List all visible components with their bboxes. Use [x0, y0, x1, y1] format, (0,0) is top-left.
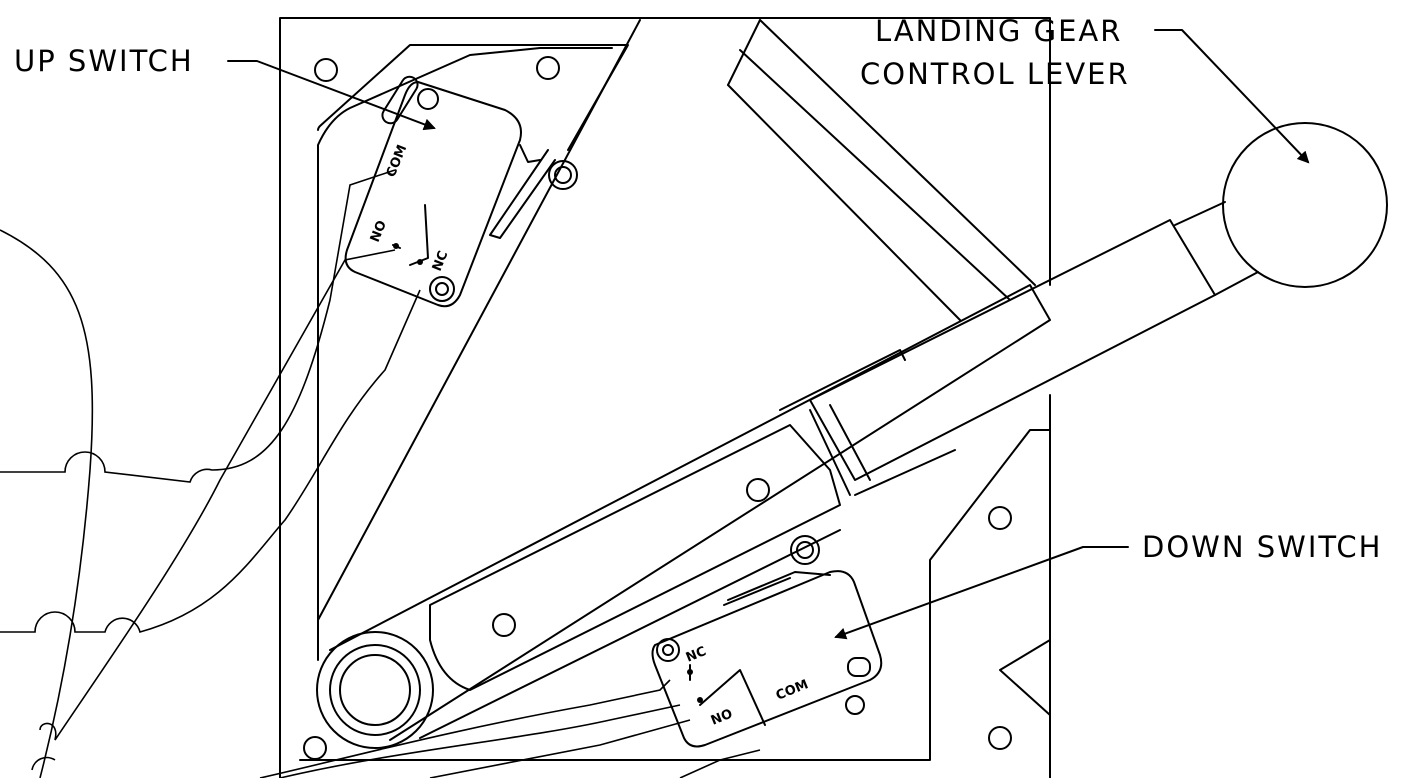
down-switch-com-label: COM	[774, 677, 811, 703]
switch-roller	[548, 160, 578, 190]
up-switch-com-label: COM	[384, 143, 410, 180]
mounting-hole	[303, 736, 327, 760]
landing-gear-control-lever	[779, 122, 1388, 496]
up-switch-leader-arrow	[227, 60, 436, 131]
callouts: UP SWITCH LANDING GEAR CONTROL LEVER DOW…	[14, 14, 1382, 640]
lever-knob	[1222, 122, 1388, 288]
mounting-hole	[988, 506, 1012, 530]
mounting-hole	[845, 695, 865, 715]
switch-mount-hole	[429, 276, 455, 302]
mounting-hole	[314, 58, 338, 82]
switch-mount-hole	[656, 638, 680, 662]
mounting-hole	[492, 613, 516, 637]
switch-roller	[790, 535, 820, 565]
down-switch-callout: DOWN SWITCH	[1142, 530, 1382, 564]
mounting-plate	[279, 17, 1051, 778]
mounting-hole	[746, 478, 770, 502]
down-switch: NC NO COM	[651, 535, 883, 748]
up-switch-no-label: NO	[368, 219, 390, 245]
inner-bracket	[299, 19, 1051, 761]
down-switch-nc-label: NC	[684, 644, 709, 666]
switch-mount-hole	[417, 88, 439, 110]
pivot-bushing-outer	[316, 631, 434, 749]
pivot-arm	[316, 284, 1051, 749]
mounting-hole	[988, 726, 1012, 750]
landing-gear-leader-arrow	[1154, 29, 1310, 164]
wiring-harness	[0, 169, 761, 778]
pivot-bushing-inner	[339, 654, 411, 726]
down-switch-leader-arrow	[834, 546, 1129, 640]
mounting-holes	[303, 56, 1012, 760]
up-switch-callout: UP SWITCH	[14, 44, 194, 78]
up-switch-nc-label: NC	[430, 249, 452, 274]
landing-gear-callout-line1: LANDING GEAR	[875, 14, 1122, 48]
landing-gear-callout-line2: CONTROL LEVER	[860, 57, 1130, 91]
mounting-hole	[536, 56, 560, 80]
guide-rail	[727, 19, 1036, 321]
down-switch-no-label: NO	[709, 707, 735, 729]
pivot-bushing-middle	[329, 644, 421, 736]
